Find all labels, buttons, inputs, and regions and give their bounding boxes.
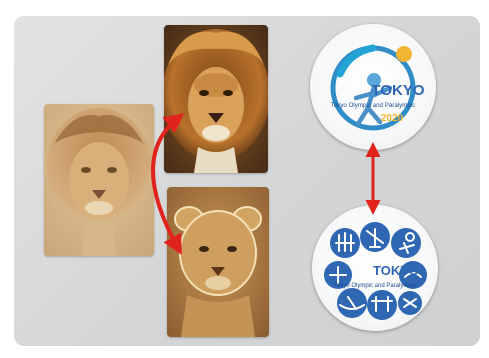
gold-ball-icon <box>396 46 412 62</box>
logo-year: 2020 <box>381 113 404 124</box>
adult-lion-photo <box>164 25 268 173</box>
runner-figure-icon <box>353 84 393 127</box>
pictogram-swimming-icon <box>399 261 427 289</box>
logo-subline: Tokyo Olympic and Paralympic <box>331 102 416 109</box>
collage-wordmark: TOKYO <box>373 263 419 278</box>
logo-wordmark: TOKYO <box>371 82 424 99</box>
pictogram-volleyball-icon <box>391 228 421 258</box>
query-lion-photo <box>44 104 154 256</box>
pictogram-collage-disc: TOKYO Tokyo Olympic and Paralympic <box>312 205 438 331</box>
lion-cub-photo <box>167 187 269 337</box>
pictogram-weightlift-icon <box>367 290 397 320</box>
tokyo-2020-logo-disc: TOKYO Tokyo Olympic and Paralympic 2020 <box>310 24 436 150</box>
runner-head-icon <box>367 73 381 87</box>
collage-subline: Tokyo Olympic and Paralympic <box>334 283 416 289</box>
